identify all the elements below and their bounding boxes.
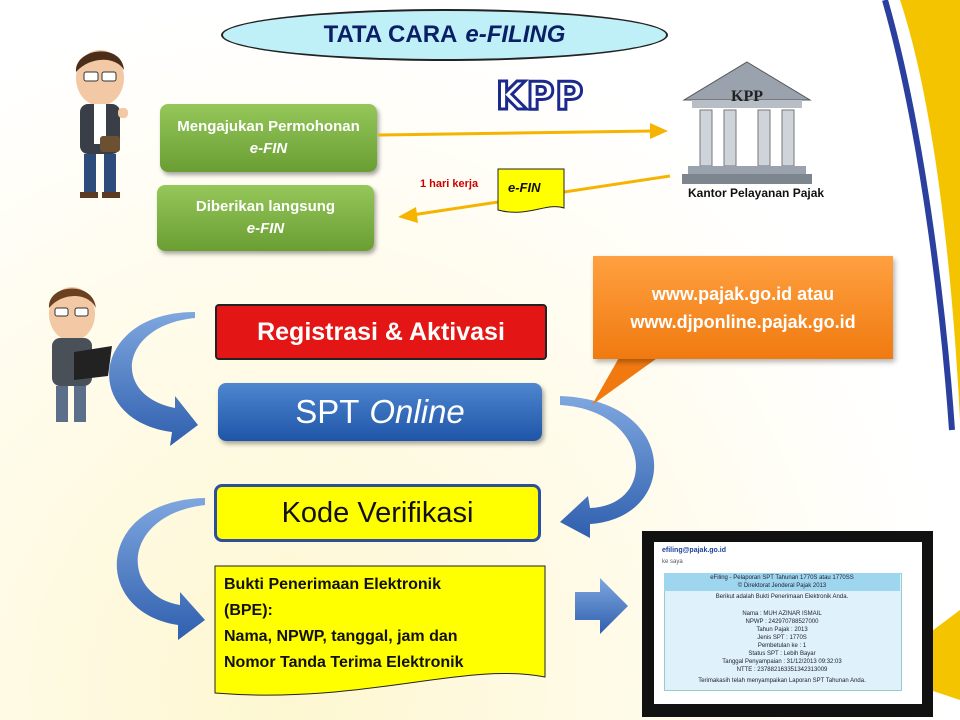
email-detail-line: NTTE : 237882163351342313009 [736,667,828,673]
email-footer: Terimakasih telah menyampaikan Laporan S… [698,678,866,684]
email-detail-line: Pembetulan ke : 1 [757,643,807,649]
tax-office-building-icon [682,61,812,184]
efin-note-label: e-FIN [508,180,541,195]
email-header-line: © Direktorat Jenderal Pajak 2013 [737,583,827,589]
registration-activation-step: Registrasi & Aktivasi [215,304,547,360]
kpp-logo-text: KPP [494,73,585,120]
bpe-document-shape [214,565,546,696]
email-recipient: ke saya [662,559,683,565]
email-sender: efiling@pajak.go.id [662,547,726,554]
email-header-line: eFiling - Pelaporan SPT Tahunan 1770S at… [710,575,854,581]
email-detail-line: Status SPT : Lebih Bayar [748,651,816,657]
email-detail-line: Jenis SPT : 1770S [757,635,807,641]
email-detail-line: Nama : MUH AZINAR ISMAIL [742,611,822,617]
email-receipt-table [664,573,902,691]
email-intro: Berikut adalah Bukti Penerimaan Elektron… [715,594,849,600]
email-detail-line: Tanggal Penyampaian : 31/12/2013 09:32:0… [722,659,842,665]
email-detail-line: NPWP : 242970788527000 [745,619,819,625]
verification-code-step: Kode Verifikasi [214,484,541,542]
efin-document-icon [497,168,565,213]
email-detail-line: Tahun Pajak : 2013 [756,627,808,633]
processing-time-label: 1 hari kerja [420,178,479,190]
bpe-description: Bukti Penerimaan Elektronik (BPE): Nama,… [224,576,464,671]
website-callout: www.pajak.go.id atau www.djponline.pajak… [593,256,893,359]
building-label: Kantor Pelayanan Pajak [688,186,825,200]
email-receipt-header [664,573,900,591]
man-thumbs-up-icon [75,50,128,198]
building-sign: KPP [731,88,763,105]
man-with-laptop-icon [48,287,112,422]
